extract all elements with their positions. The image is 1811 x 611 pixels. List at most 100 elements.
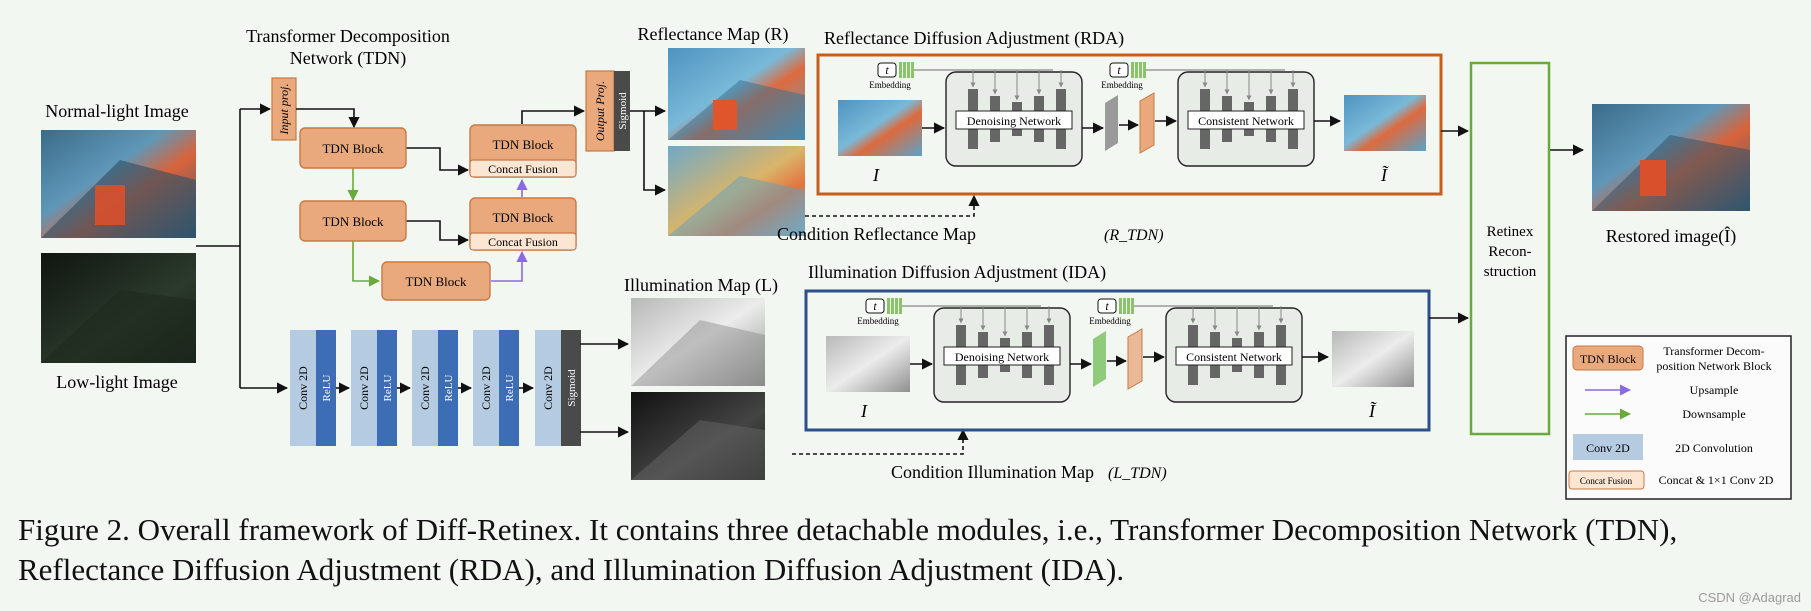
low-light-label: Low-light Image	[56, 372, 177, 392]
tdn-title-line2: Network (TDN)	[290, 48, 406, 69]
tdn-upsample-arrows	[491, 178, 528, 282]
rda-output-image	[1344, 95, 1426, 151]
tdn-lower-block-label: TDN Block	[492, 210, 554, 225]
rda-consistent-network-label: Consistent Network	[1198, 114, 1294, 128]
illumination-conv-stack: Conv 2D ReLU Conv 2D ReLU Conv 2D ReLU Conv 2D…	[290, 330, 581, 446]
normal-light-label: Normal-light Image	[45, 101, 188, 121]
conv-label: Conv 2D	[541, 366, 555, 410]
ida-feature-block-1	[1093, 331, 1106, 387]
tdn-block-2: TDN Block	[299, 200, 407, 242]
rda-input-image	[838, 100, 922, 156]
rda-consistent-network: Consistent Network	[1177, 70, 1315, 167]
ida-denoising-network: Denoising Network	[933, 306, 1071, 403]
tdn-block-3-label: TDN Block	[405, 274, 467, 289]
legend-concat-label: Concat & 1×1 Conv 2D	[1659, 473, 1774, 487]
illumination-map-label: Illumination Map (L)	[624, 275, 778, 296]
time-step-label: t	[1105, 299, 1109, 313]
relu-label: ReLU	[321, 375, 333, 402]
ida-condition-label: Condition Illumination Map	[891, 462, 1094, 482]
rda-input-symbol: I	[872, 165, 880, 185]
ida-output-image	[1332, 331, 1414, 387]
ida-title: Illumination Diffusion Adjustment (IDA)	[808, 262, 1106, 283]
legend-tdn-swatch-label: TDN Block	[1580, 352, 1636, 366]
legend-downsample-label: Downsample	[1682, 407, 1745, 421]
restored-image	[1592, 104, 1750, 211]
legend-concat: Concat Fusion Concat & 1×1 Conv 2D	[1568, 470, 1774, 490]
rda-condition-label: Condition Reflectance Map	[777, 224, 976, 244]
tdn-concat-block-upper: TDN Block Concat Fusion	[469, 124, 577, 178]
time-step-label: t	[1117, 63, 1121, 77]
retinex-label-line3: struction	[1484, 264, 1537, 280]
embedding-label: Embedding	[857, 316, 899, 326]
tdn-upper-concat-label: Concat Fusion	[488, 162, 558, 176]
relu-label: ReLU	[504, 375, 516, 402]
rda-condition-symbol: (R_TDN)	[1104, 227, 1164, 244]
retinex-reconstruction-box	[1469, 61, 1551, 436]
legend-tdn-block: TDN Block Transformer Decom- position Ne…	[1572, 344, 1772, 373]
ida-condition-symbol: (L_TDN)	[1108, 465, 1167, 482]
retinex-input-arrows	[1429, 125, 1585, 324]
input-proj-label: Input proj.	[277, 84, 291, 136]
time-step-label: t	[873, 299, 877, 313]
rda-feature-block-2	[1139, 92, 1155, 154]
ida-denoising-network-label: Denoising Network	[955, 350, 1049, 364]
relu-label: ReLU	[382, 375, 394, 402]
conv-label: Conv 2D	[418, 366, 432, 410]
conv-block-3: Conv 2D ReLU	[412, 330, 458, 446]
output-arrows	[630, 105, 667, 196]
figure-caption: Figure 2. Overall framework of Diff-Reti…	[18, 510, 1798, 590]
reflectance-map-image-1	[668, 48, 805, 140]
legend-conv-swatch-label: Conv 2D	[1586, 441, 1630, 455]
illumination-output-arrows	[580, 338, 630, 438]
rda-title: Reflectance Diffusion Adjustment (RDA)	[824, 28, 1124, 49]
illumination-map-image-2	[631, 392, 765, 480]
input-proj-block: Input proj.	[271, 77, 297, 141]
restored-image-label: Restored image(Î)	[1606, 225, 1736, 247]
conv-block-1: Conv 2D ReLU	[290, 330, 336, 446]
ida-consistent-network: Consistent Network	[1165, 306, 1303, 403]
rda-denoising-network-label: Denoising Network	[967, 114, 1061, 128]
retinex-label-line2: Recon-	[1488, 244, 1531, 260]
condition-connectors	[792, 194, 980, 455]
time-step-label: t	[885, 63, 889, 77]
rda-denoising-network: Denoising Network	[945, 70, 1083, 167]
output-proj-label: Output Proj.	[593, 81, 607, 141]
low-light-image	[41, 253, 196, 363]
reflectance-map-label: Reflectance Map (R)	[638, 24, 789, 45]
relu-label: ReLU	[443, 375, 455, 402]
tdn-sigmoid-label: Sigmoid	[617, 92, 629, 130]
retinex-label-line1: Retinex	[1487, 224, 1534, 240]
tdn-upper-block-label: TDN Block	[492, 137, 554, 152]
conv-block-2: Conv 2D ReLU	[351, 330, 397, 446]
rda-module-frame	[816, 53, 1443, 196]
embedding-label: Embedding	[869, 80, 911, 90]
conv-label: Conv 2D	[296, 366, 310, 410]
legend-conv-label: 2D Convolution	[1675, 441, 1753, 455]
output-proj-block: Output Proj. Sigmoid	[585, 70, 630, 152]
tdn-block-1: TDN Block	[299, 127, 407, 169]
ida-feature-block-2	[1127, 328, 1143, 390]
sigmoid-label: Sigmoid	[566, 369, 578, 407]
embedding-label: Embedding	[1089, 316, 1131, 326]
tdn-block-3: TDN Block	[381, 261, 491, 301]
tdn-block-1-label: TDN Block	[322, 141, 384, 156]
legend-conv: Conv 2D 2D Convolution	[1573, 434, 1753, 460]
embedding-label: Embedding	[1101, 80, 1143, 90]
reflectance-map-image-2	[668, 146, 805, 236]
ida-input-symbol: I	[860, 401, 868, 421]
tdn-lower-concat-label: Concat Fusion	[488, 235, 558, 249]
conv-label: Conv 2D	[357, 366, 371, 410]
legend-upsample-label: Upsample	[1690, 383, 1739, 397]
caption-line-2: Reflectance Diffusion Adjustment (RDA), …	[18, 552, 1125, 587]
tdn-title-line1: Transformer Decomposition	[246, 26, 450, 46]
illumination-map-image-1	[631, 298, 765, 386]
rda-output-symbol: Ĩ	[1380, 165, 1389, 185]
ida-input-image	[826, 336, 910, 392]
